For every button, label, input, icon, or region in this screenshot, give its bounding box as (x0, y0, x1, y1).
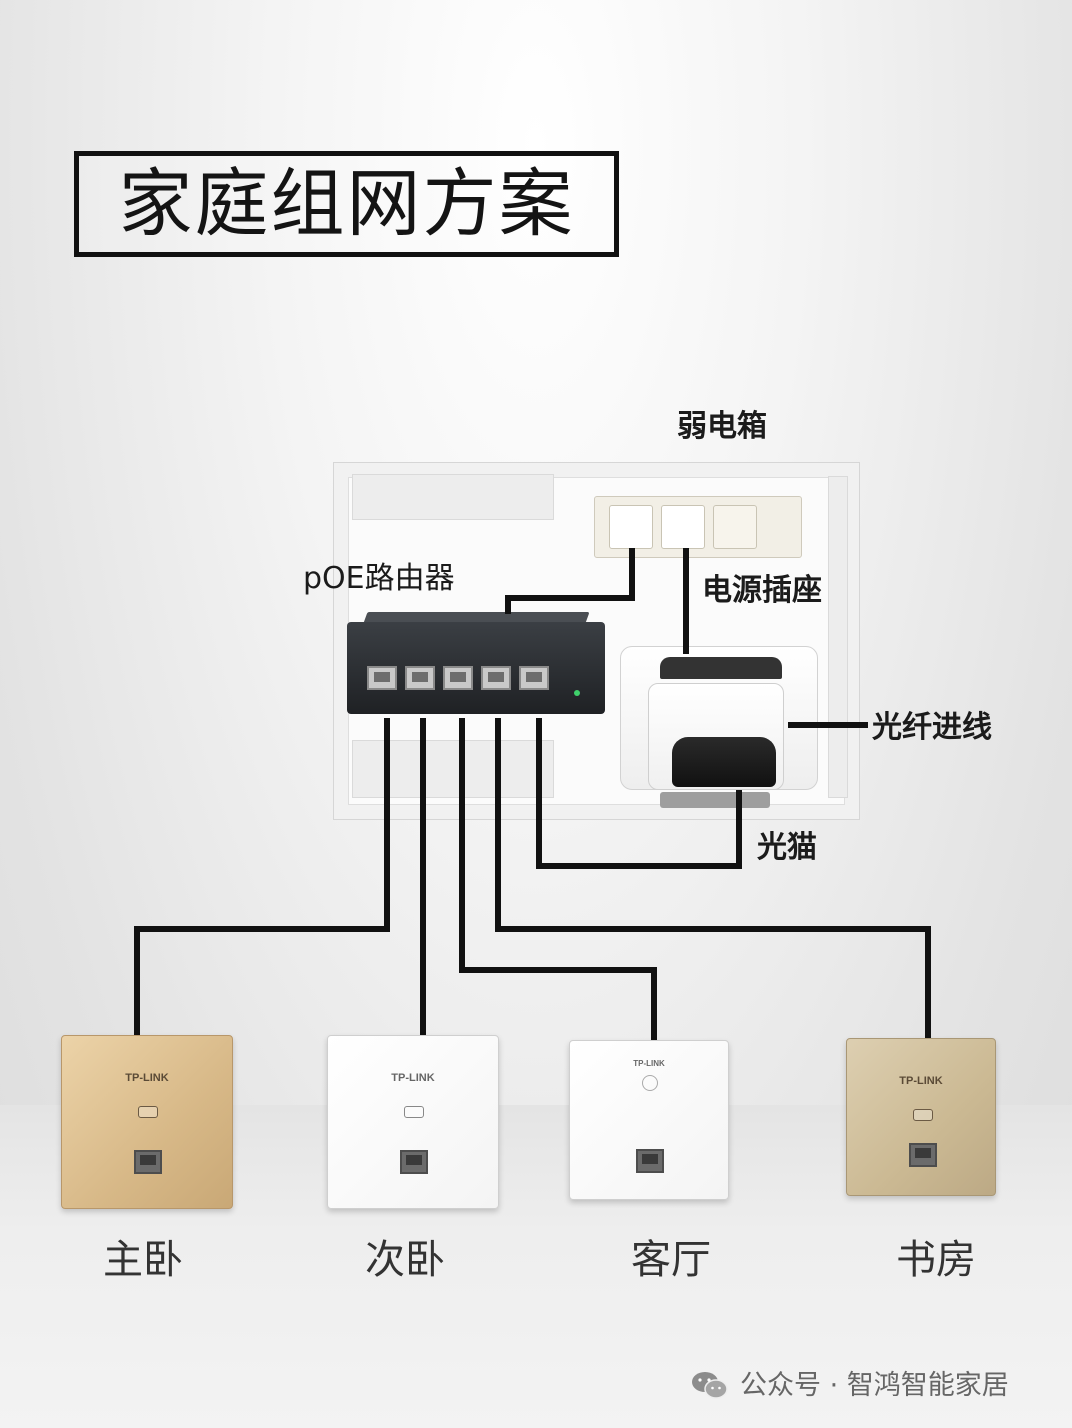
power-indicator-icon (642, 1075, 658, 1091)
ethernet-port-icon (636, 1149, 664, 1173)
ethernet-port-icon (400, 1150, 428, 1174)
panel-master-bedroom: TP-LINK (61, 1035, 233, 1209)
panel-study: TP-LINK (846, 1038, 996, 1196)
power-socket-label: 电源插座 (702, 573, 822, 608)
footer-watermark: 公众号 · 智鸿智能家居 (690, 1366, 1009, 1404)
panel-brand: TP-LINK (633, 1059, 665, 1068)
power-socket-2 (661, 505, 705, 549)
modem-dark-panel (672, 737, 776, 787)
router-port-2 (405, 666, 435, 690)
power-socket-blank (713, 505, 757, 549)
title-box: 家庭组网方案 (74, 151, 619, 257)
cabinet-rail-side (828, 476, 848, 798)
wire-living-room (459, 718, 657, 1042)
fiber-in-label: 光纤进线 (872, 710, 992, 745)
page-title: 家庭组网方案 (118, 161, 575, 247)
router-port-4 (481, 666, 511, 690)
ethernet-port-icon (909, 1143, 937, 1167)
wire-study (495, 718, 931, 1040)
room-label-study: 书房 (896, 1237, 976, 1283)
wechat-icon (690, 1369, 730, 1401)
wire-router-power (505, 548, 635, 614)
router-port-5 (519, 666, 549, 690)
room-label-master-bedroom: 主卧 (103, 1237, 183, 1283)
router-port-3 (443, 666, 473, 690)
wire-router-modem (536, 718, 742, 869)
footer-text: 公众号 · 智鸿智能家居 (740, 1369, 1009, 1401)
wifi-indicator-icon (138, 1106, 158, 1118)
room-label-second-bedroom: 次卧 (365, 1237, 445, 1283)
modem-label: 光猫 (757, 830, 817, 865)
poe-router (347, 622, 605, 714)
panel-brand: TP-LINK (899, 1075, 943, 1087)
panel-brand: TP-LINK (391, 1072, 435, 1084)
cabinet-rail-top (352, 474, 554, 520)
room-label-living-room: 客厅 (631, 1237, 711, 1283)
router-led (574, 690, 580, 696)
wifi-indicator-icon (913, 1109, 933, 1121)
wifi-indicator-icon (404, 1106, 424, 1118)
modem-bracket (660, 792, 770, 808)
cabinet-label: 弱电箱 (677, 409, 767, 444)
wire-master-bedroom (134, 718, 390, 1037)
ethernet-port-icon (134, 1150, 162, 1174)
panel-brand: TP-LINK (125, 1072, 169, 1084)
panel-second-bedroom: TP-LINK (327, 1035, 499, 1209)
panel-living-room: TP-LINK (569, 1040, 729, 1200)
power-socket-1 (609, 505, 653, 549)
modem-vent (660, 657, 782, 679)
router-port-1 (367, 666, 397, 690)
power-socket-strip (594, 496, 802, 558)
router-label: pOE路由器 (303, 561, 455, 596)
